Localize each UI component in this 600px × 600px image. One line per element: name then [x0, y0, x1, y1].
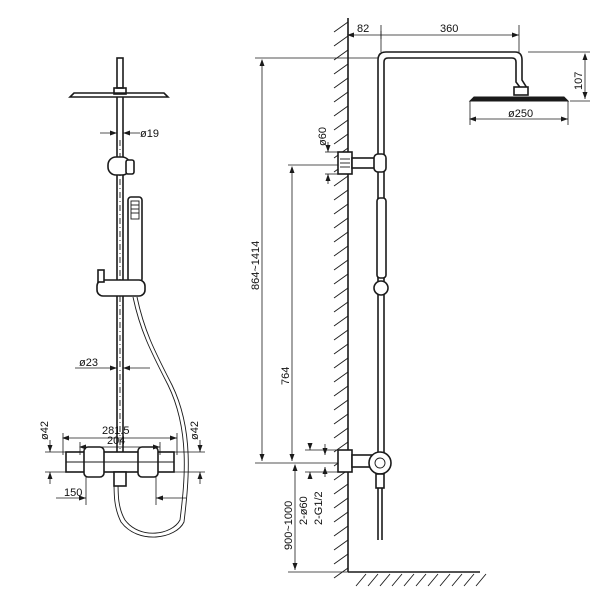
rod-diameter-label: ø19	[140, 128, 159, 140]
thermostatic-mixer	[65, 446, 175, 487]
head-diameter-label: ø250	[508, 108, 533, 120]
floor-hatch-line	[451, 573, 463, 587]
wall-hatch-line	[333, 63, 349, 75]
rail-height-dimension: 764	[280, 164, 338, 461]
wall-hatch-line	[333, 525, 349, 537]
wall-hatch-line	[333, 511, 349, 523]
side-upper-bracket	[337, 151, 387, 175]
wall-hatch-line	[333, 119, 349, 131]
mixer-height-dimensions: ø42 ø42	[39, 421, 205, 484]
side-hand-shower	[373, 197, 389, 296]
mixer-width-outer-label: 281.5	[102, 425, 130, 437]
wall-hatch-line	[333, 35, 349, 47]
wall-hatch-line	[333, 343, 349, 355]
thread-size-label: 2-G1/2	[313, 491, 325, 525]
pipe-diameter-label: ø23	[79, 357, 98, 369]
wall-hatch-line	[333, 105, 349, 117]
wall-hatch-line	[333, 259, 349, 271]
install-height-dimension: 900~1000	[283, 464, 348, 573]
mixer-width-dimensions: 281.5 204	[62, 425, 178, 455]
floor-hatching	[355, 573, 487, 587]
floor-hatch-line	[475, 573, 487, 587]
wall-hatch-line	[333, 77, 349, 89]
wall-hatch-line	[333, 203, 349, 215]
side-view: ø250 107 82 360	[250, 18, 590, 587]
wall-hatch-line	[333, 357, 349, 369]
wall-hatch-line	[333, 539, 349, 551]
floor-hatch-line	[463, 573, 475, 587]
wall	[333, 18, 487, 587]
wall-hatching	[333, 21, 349, 579]
wall-hatch-line	[333, 273, 349, 285]
slide-holder	[96, 269, 146, 297]
total-height-label: 864~1414	[250, 241, 262, 290]
mixer-height-right-label: ø42	[189, 421, 201, 440]
wall-hatch-line	[333, 189, 349, 201]
bracket-diameter-label: ø60	[317, 127, 329, 146]
floor-hatch-line	[439, 573, 451, 587]
wall-hatch-line	[333, 217, 349, 229]
floor-hatch-line	[415, 573, 427, 587]
wall-hatch-line	[333, 385, 349, 397]
arm-length-label: 360	[440, 23, 458, 35]
floor-hatch-line	[355, 573, 367, 587]
floor-hatch-line	[391, 573, 403, 587]
side-shower-arm	[377, 51, 529, 96]
wall-hatch-line	[333, 231, 349, 243]
hand-shower	[127, 196, 143, 283]
bracket-diameter-dimension: ø60	[317, 127, 338, 184]
wall-hatch-line	[333, 315, 349, 327]
mixer-width-inner-label: 204	[107, 435, 125, 447]
floor-hatch-line	[367, 573, 379, 587]
wall-hatch-line	[333, 49, 349, 61]
side-mixer	[337, 449, 392, 489]
front-view: ø19 ø23	[39, 57, 205, 538]
hose	[113, 296, 189, 538]
side-hose	[377, 488, 383, 540]
front-riser-pipe	[116, 97, 124, 455]
floor-hatch-line	[403, 573, 415, 587]
head-height-label: 107	[573, 72, 585, 90]
install-height-label: 900~1000	[283, 501, 295, 550]
wall-hatch-line	[333, 287, 349, 299]
wall-hatch-line	[333, 567, 349, 579]
wall-hatch-line	[333, 329, 349, 341]
rod-diameter-dimension: ø19	[100, 128, 159, 140]
wall-hatch-line	[333, 553, 349, 565]
mixer-height-left-label: ø42	[39, 421, 51, 440]
wall-hatch-line	[333, 371, 349, 383]
floor-hatch-line	[427, 573, 439, 587]
head-height-dimension: 107	[528, 51, 590, 102]
front-shower-head	[68, 57, 170, 98]
wall-hatch-line	[333, 175, 349, 187]
upper-bracket	[107, 156, 135, 176]
wall-offset-label: 82	[357, 23, 369, 35]
wall-hatch-line	[333, 21, 349, 33]
wall-hatch-line	[333, 133, 349, 145]
total-height-dimension: 864~1414	[250, 57, 378, 464]
wall-hatch-line	[333, 413, 349, 425]
wall-hatch-line	[333, 483, 349, 495]
wall-hatch-line	[333, 245, 349, 257]
wall-hatch-line	[333, 497, 349, 509]
wall-hatch-line	[333, 301, 349, 313]
pipe-diameter-dimension: ø23	[75, 357, 150, 371]
wall-hatch-line	[333, 399, 349, 411]
inlet-spacing-dimension: 150	[56, 477, 186, 505]
side-shower-head: ø250	[468, 96, 570, 125]
floor-hatch-line	[379, 573, 391, 587]
wall-hatch-line	[333, 91, 349, 103]
top-dimensions: 82 360	[347, 23, 520, 52]
outlet-diameter-label: 2-ø60	[298, 496, 310, 525]
outlet-dimensions: 2-ø60 2-G1/2	[298, 443, 338, 525]
inlet-spacing-label: 150	[64, 487, 82, 499]
wall-hatch-line	[333, 427, 349, 439]
rail-height-label: 764	[280, 367, 292, 385]
